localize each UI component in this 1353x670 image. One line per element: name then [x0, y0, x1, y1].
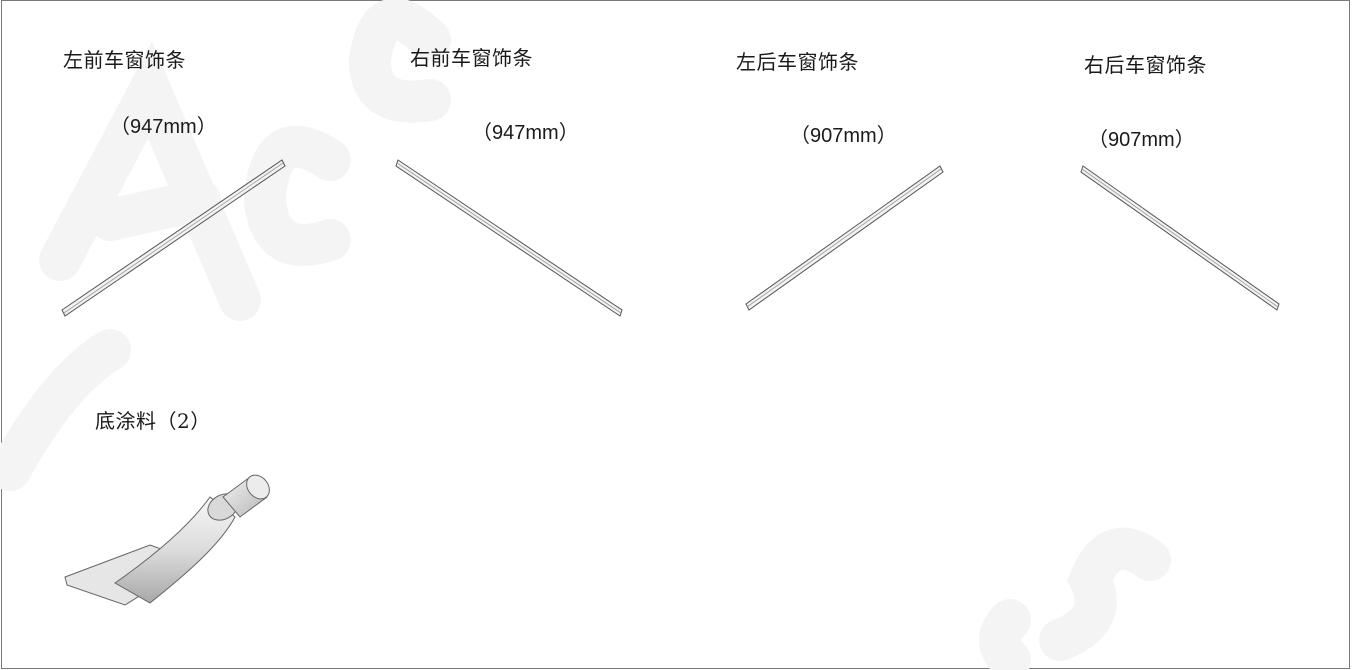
- part-label-left-front-trim: 左前车窗饰条: [63, 48, 186, 72]
- part-label-right-front-trim: 右前车窗饰条: [410, 46, 533, 70]
- right-front-trim-drawing: [395, 159, 623, 317]
- part-length-left-front-trim: （947mm）: [110, 116, 217, 138]
- left-front-trim-drawing: [61, 159, 286, 317]
- left-rear-trim-drawing: [745, 165, 944, 311]
- primer-tube-drawing: [64, 474, 270, 606]
- part-label-primer: 底涂料（2）: [95, 409, 211, 433]
- part-label-right-rear-trim: 右后车窗饰条: [1084, 53, 1207, 77]
- right-rear-trim-drawing: [1080, 165, 1280, 311]
- part-label-left-rear-trim: 左后车窗饰条: [736, 50, 859, 74]
- part-length-left-rear-trim: （907mm）: [790, 125, 897, 147]
- part-length-right-rear-trim: （907mm）: [1088, 129, 1195, 151]
- part-length-right-front-trim: （947mm）: [472, 122, 579, 144]
